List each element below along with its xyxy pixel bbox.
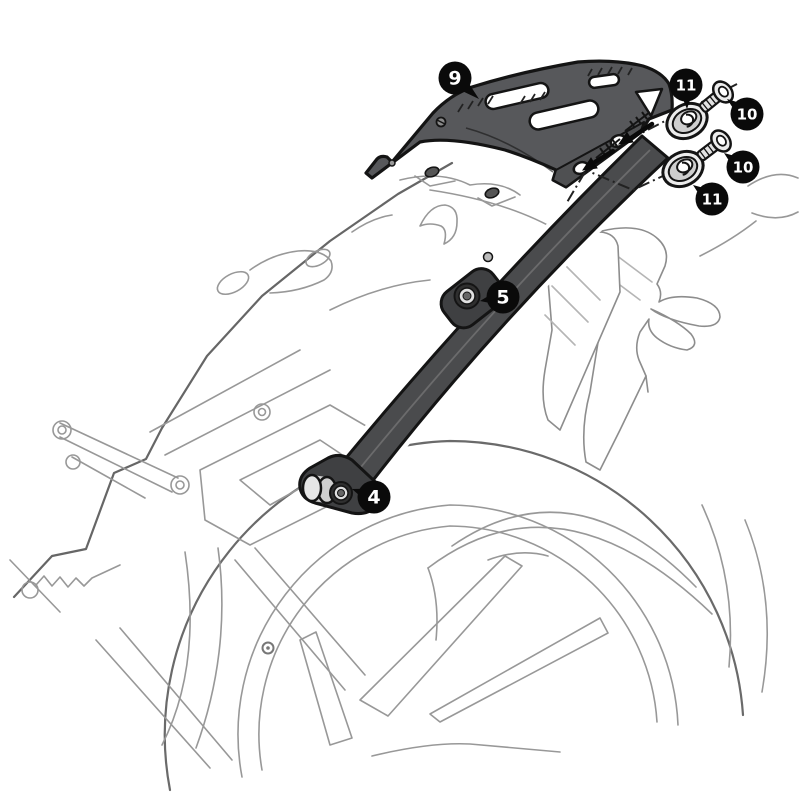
rack-top-plate <box>364 59 674 189</box>
frame-studs <box>414 166 516 207</box>
plate-hatching <box>457 66 633 113</box>
stud-threads <box>595 111 651 159</box>
callout-10-lower: 10 <box>724 150 760 184</box>
callout-10-upper: 10 <box>727 97 764 131</box>
callout-9: 9 <box>438 61 479 99</box>
callout-11-lower: 11 <box>693 182 729 216</box>
bolt-4-icon <box>329 481 353 505</box>
spring <box>21 564 121 599</box>
bolt-5-icon <box>453 282 481 310</box>
rear-fender <box>427 504 768 693</box>
footpeg-bracket <box>542 231 621 431</box>
h-bracket <box>52 420 190 499</box>
callouts: 9 11 10 10 11 5 4 <box>352 61 764 514</box>
seat-silhouette <box>12 161 454 599</box>
frame-tubes <box>9 547 366 769</box>
screw-upper-icon <box>698 80 735 113</box>
spacer-bushing <box>301 473 338 505</box>
side-trim-lines <box>699 173 799 257</box>
screw-lower-icon <box>696 129 732 162</box>
washer-lower-icon <box>661 149 705 189</box>
callout-11-lower-label: 11 <box>702 191 723 209</box>
callout-5-label: 5 <box>496 287 509 309</box>
fastener-assembly <box>565 80 738 205</box>
callout-4: 4 <box>352 480 391 514</box>
arm-upper-bracket <box>439 251 506 330</box>
insertion-arrows <box>581 121 655 171</box>
callout-4-label: 4 <box>367 487 380 509</box>
rear-wheel-icon <box>163 439 745 792</box>
callout-9-label: 9 <box>448 68 461 90</box>
callout-11-upper-label: 11 <box>676 77 697 95</box>
callout-5: 5 <box>480 280 520 314</box>
callout-10-lower-label: 10 <box>733 159 754 177</box>
motorcycle-line-art <box>9 161 799 792</box>
callout-10-upper-label: 10 <box>737 106 758 124</box>
plate-slots <box>484 72 664 131</box>
callout-11-upper: 11 <box>669 68 703 109</box>
